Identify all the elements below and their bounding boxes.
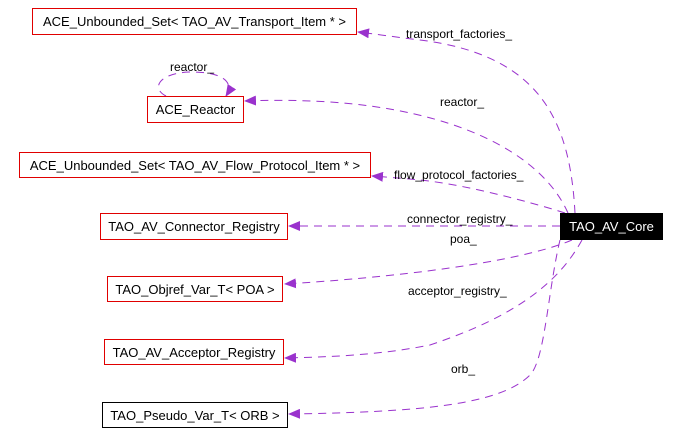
node-connector-registry[interactable]: TAO_AV_Connector_Registry <box>100 213 288 240</box>
node-flow-set[interactable]: ACE_Unbounded_Set< TAO_AV_Flow_Protocol_… <box>19 152 371 178</box>
edge-label-transport-factories: transport_factories_ <box>406 27 513 41</box>
node-label: ACE_Unbounded_Set< TAO_AV_Transport_Item… <box>42 14 347 29</box>
node-objref-poa[interactable]: TAO_Objref_Var_T< POA > <box>107 276 283 302</box>
node-label: TAO_Objref_Var_T< POA > <box>115 281 275 297</box>
node-acceptor-registry[interactable]: TAO_AV_Acceptor_Registry <box>104 339 284 365</box>
node-tao-av-core[interactable]: TAO_AV_Core <box>560 213 663 240</box>
edge-reactor <box>244 95 569 214</box>
node-label: ACE_Unbounded_Set< TAO_AV_Flow_Protocol_… <box>29 157 361 173</box>
edge-label-acceptor-registry: acceptor_registry_ <box>408 284 507 298</box>
edge-label-reactor-self: reactor_ <box>170 60 215 74</box>
edge-transport-factories <box>357 28 576 214</box>
edge-label-poa: poa_ <box>450 232 477 246</box>
node-ace-reactor[interactable]: ACE_Reactor <box>147 96 244 123</box>
node-transport-set[interactable]: ACE_Unbounded_Set< TAO_AV_Transport_Item… <box>32 8 357 35</box>
edge-flow-protocol-factories <box>371 171 566 214</box>
edge-orb <box>288 239 561 419</box>
node-label: ACE_Reactor <box>155 102 236 117</box>
edge-label-reactor: reactor_ <box>440 95 485 109</box>
edge-poa <box>284 239 573 289</box>
edge-acceptor-registry <box>284 239 583 363</box>
node-label: TAO_AV_Core <box>569 219 654 234</box>
node-label: TAO_AV_Acceptor_Registry <box>112 344 276 360</box>
edge-label-flow-protocol-factories: flow_protocol_factories_ <box>394 168 524 182</box>
node-label: TAO_Pseudo_Var_T< ORB > <box>110 407 280 423</box>
edge-label-connector-registry: connector_registry_ <box>407 212 513 226</box>
node-label: TAO_AV_Connector_Registry <box>108 219 280 234</box>
edge-reactor-self <box>158 71 237 97</box>
edge-label-orb: orb_ <box>451 362 476 376</box>
node-pseudo-orb[interactable]: TAO_Pseudo_Var_T< ORB > <box>102 402 288 428</box>
